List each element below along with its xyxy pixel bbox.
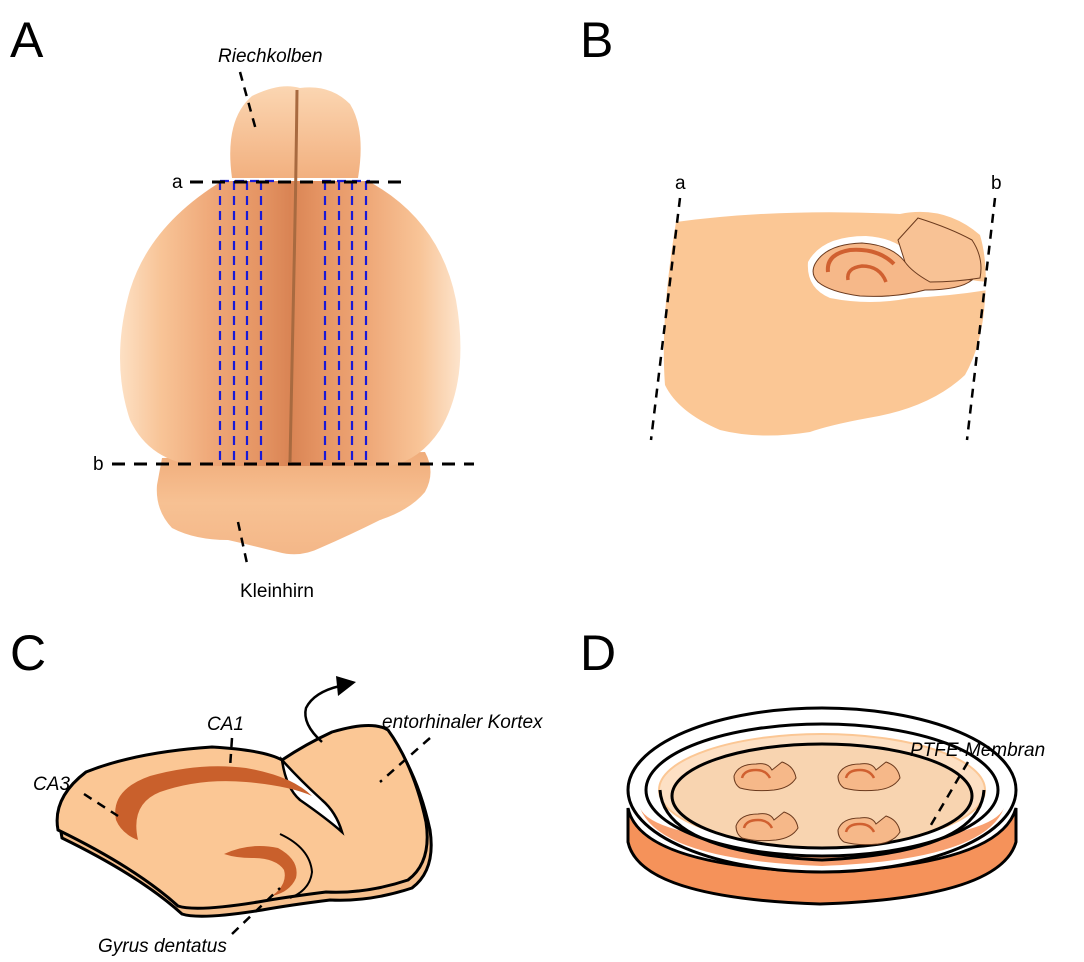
panel-b: B a b — [580, 12, 1002, 440]
slice-on-membrane — [734, 762, 796, 791]
section-label-a: a — [675, 173, 686, 194]
hippocampal-slice — [57, 725, 427, 908]
panel-d: D PTFE-Membran — [580, 625, 1045, 904]
panel-letter-c: C — [10, 625, 46, 681]
label-entorhinal-cortex: entorhinaler Kortex — [382, 712, 544, 733]
cut-label-b: b — [93, 454, 104, 475]
slice-on-membrane — [736, 812, 798, 841]
panel-letter-d: D — [580, 625, 616, 681]
label-ca3: CA3 — [33, 774, 70, 795]
label-olfactory-bulb: Riechkolben — [218, 46, 323, 67]
cut-label-a: a — [172, 172, 183, 193]
label-ptfe-membrane: PTFE-Membran — [910, 740, 1045, 761]
label-ca1: CA1 — [207, 714, 244, 735]
panel-letter-a: A — [10, 12, 44, 68]
label-dentate-gyrus: Gyrus dentatus — [98, 936, 227, 957]
cerebellum-shape — [157, 452, 431, 554]
slice-on-membrane — [838, 816, 900, 845]
panel-c: C CA1 CA3 entorhinaler Kortex Gyrus dent… — [10, 625, 544, 957]
panel-a: A a b Riechkolben Kleinhi — [10, 12, 474, 602]
label-cerebellum: Kleinhirn — [240, 581, 314, 602]
rotation-arrow-head-icon — [336, 676, 356, 696]
section-label-b: b — [991, 173, 1002, 194]
panel-letter-b: B — [580, 12, 613, 68]
slice-on-membrane — [838, 762, 900, 791]
